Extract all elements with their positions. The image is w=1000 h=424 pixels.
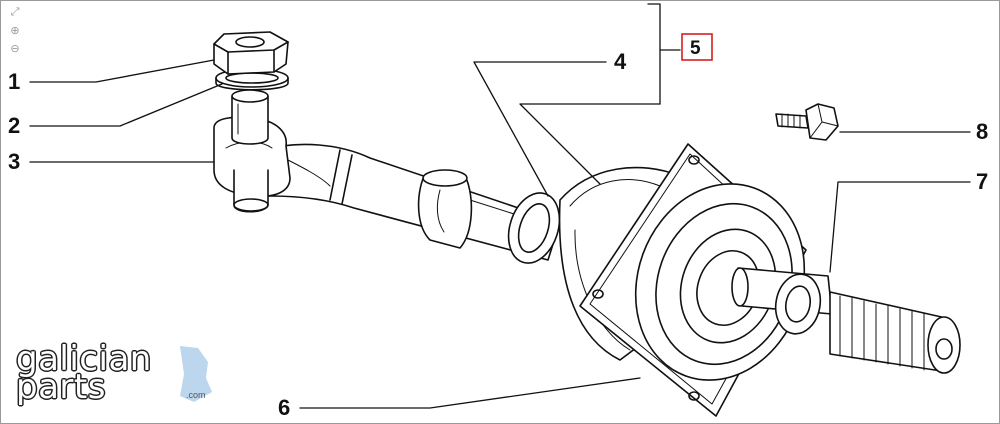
logo-map-shape (180, 346, 212, 402)
splined-shaft (731, 267, 961, 374)
logo: galician parts .com (10, 342, 220, 408)
flange-housing (558, 143, 807, 417)
callout-6: 6 (278, 395, 290, 420)
shaft-collar (417, 169, 473, 249)
reference-label-5: 5 (690, 38, 701, 59)
pin (231, 89, 269, 145)
zoom-in-icon[interactable]: ⊕ (10, 25, 20, 37)
o-ring (507, 192, 561, 264)
callout-7: 7 (976, 169, 988, 194)
hex-nut (213, 31, 289, 75)
leader-lines (29, 3, 971, 409)
logo-word-galician: galician (16, 339, 152, 379)
callout-2: 2 (8, 113, 20, 138)
logo-word-parts: parts (16, 367, 106, 407)
fit-page-icon[interactable]: ⤢ (10, 6, 20, 18)
bolt (775, 103, 839, 141)
logo-suffix: .com (186, 390, 206, 400)
callout-3: 3 (8, 149, 20, 174)
reference-box-5[interactable] (681, 33, 713, 61)
callout-4: 4 (614, 49, 627, 74)
callout-8: 8 (976, 119, 988, 144)
zoom-out-icon[interactable]: ⊖ (10, 43, 20, 55)
callout-1: 1 (8, 69, 20, 94)
